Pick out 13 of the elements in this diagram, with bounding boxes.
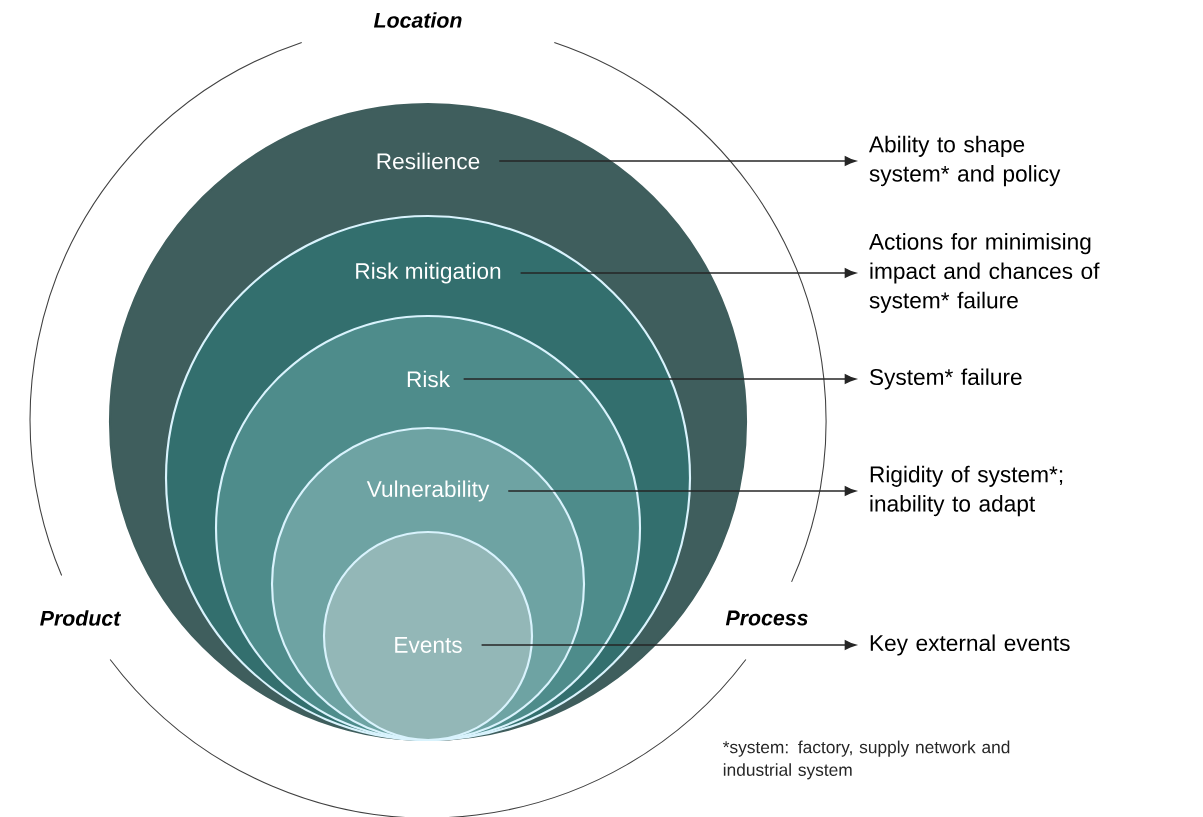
circle-layer: Events — [322, 530, 534, 742]
footnote: *system: factory, supply network and industrial system — [723, 740, 1010, 780]
axis-label: Location — [373, 12, 462, 28]
arrow — [519, 268, 857, 278]
description-text: System* failure — [869, 368, 1022, 390]
arrow — [507, 486, 857, 496]
arrow — [463, 374, 857, 384]
description-text: Rigidity of system*; inability to adapt — [870, 465, 1063, 517]
description-text: Key external events — [870, 634, 1070, 656]
arrow — [498, 156, 857, 166]
arrow — [480, 640, 857, 650]
description-text: Actions for minimising impact and chances of system* failure — [869, 233, 1100, 313]
description-text: Ability to shape system* and policy — [869, 135, 1061, 187]
